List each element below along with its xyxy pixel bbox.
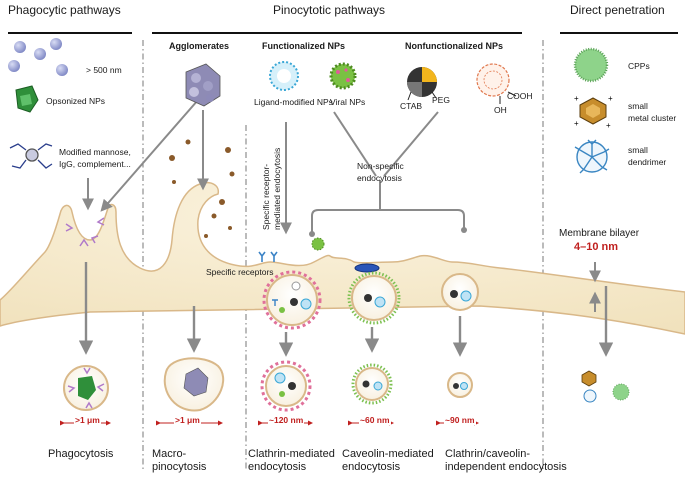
caption-independent: Clathrin/caveolin- independent endocytos… xyxy=(445,448,567,474)
clathrin-vesicle xyxy=(260,360,312,412)
scale-label-phago: >1 μm xyxy=(74,415,101,426)
label-metal-line1: small xyxy=(628,101,648,111)
label-nonspecific-line2: endocytosis xyxy=(357,173,402,183)
label-modified-line1: Modified mannose, xyxy=(59,147,131,157)
label-dendrimer-line1: small xyxy=(628,145,648,155)
header-phagocytic: Phagocytic pathways xyxy=(8,3,121,17)
label-cooh: COOH xyxy=(507,91,533,101)
scale-label-independent: ~90 nm xyxy=(444,415,476,426)
caption-caveolin-mediated: Caveolin-mediated endocytosis xyxy=(342,448,434,474)
branch-end-right xyxy=(461,227,467,233)
phago-cup-receptor-icons xyxy=(65,217,105,247)
arrow-nonfunctionalized-split-right xyxy=(383,111,439,177)
fullerene-np-icon xyxy=(476,63,517,104)
direct-internalized-nps xyxy=(581,370,630,403)
large-np-spheres-icon xyxy=(8,38,68,76)
label-opsonized: Opsonized NPs xyxy=(46,96,106,106)
opsonized-np-icon xyxy=(15,85,39,113)
scale-label-macro: >1 μm xyxy=(174,415,201,426)
svg-text:+: + xyxy=(574,119,579,128)
caption-macropinocytosis: Macro- pinocytosis xyxy=(152,448,207,474)
macro-particles xyxy=(169,139,235,238)
subheader-agglomerates: Agglomerates xyxy=(169,41,230,51)
subheader-functionalized: Functionalized NPs xyxy=(262,41,346,51)
scale-label-clathrin: ~120 nm xyxy=(268,415,305,426)
label-specific-receptor-line2: mediated endocytosis xyxy=(272,147,282,230)
svg-text:+: + xyxy=(574,94,579,103)
viral-np-small-icon xyxy=(311,237,325,251)
label-viral: Viral NPs xyxy=(330,97,366,107)
clathrin-pit xyxy=(262,270,322,330)
label-ctab: CTAB xyxy=(400,101,423,111)
cpp-np-icon xyxy=(573,47,609,83)
viral-np-icon xyxy=(329,62,357,90)
label-cpps: CPPs xyxy=(628,61,650,71)
caption-phagocytosis: Phagocytosis xyxy=(48,448,114,460)
label-modified-line2: IgG, complement... xyxy=(59,159,131,169)
svg-text:+: + xyxy=(606,121,611,130)
label-metal-line2: metal cluster xyxy=(628,113,677,123)
branch-end-left xyxy=(309,231,315,237)
small-metal-cluster-icon: + + + + xyxy=(574,94,613,130)
caveolin-vesicle xyxy=(351,363,393,405)
label-oh: OH xyxy=(494,105,507,115)
label-dendrimer-line2: dendrimer xyxy=(628,157,667,167)
independent-pit xyxy=(441,273,479,311)
arrow-nonspecific-branch xyxy=(311,209,465,232)
independent-vesicle xyxy=(447,372,473,398)
ligand-modified-np-icon xyxy=(269,61,299,91)
label-size-500: > 500 nm xyxy=(86,65,122,75)
label-ligand-modified: Ligand-modified NPs xyxy=(254,97,333,107)
cell-membrane xyxy=(0,182,685,335)
label-membrane-thickness: 4–10 nm xyxy=(574,241,619,253)
ctab-peg-np-icon xyxy=(407,67,437,101)
modified-np-icon xyxy=(9,143,53,169)
label-specific-receptor-line1: Specific receptor- xyxy=(261,163,271,230)
arrow-functionalized-split-left xyxy=(333,111,377,177)
scale-label-caveolin: ~60 nm xyxy=(359,415,391,426)
svg-text:+: + xyxy=(608,94,613,103)
arrow-phago-in-2 xyxy=(100,99,199,212)
agglomerate-np-icon xyxy=(185,63,221,107)
caveolin-cap-icon xyxy=(354,263,380,273)
small-dendrimer-icon xyxy=(574,139,610,174)
specific-receptor-icons xyxy=(258,251,278,262)
caveolin-pit xyxy=(347,271,401,325)
label-nonspecific-line1: Non-specific xyxy=(357,161,404,171)
phagosome xyxy=(63,365,109,411)
macropinosome xyxy=(163,357,225,412)
header-pinocytotic: Pinocytotic pathways xyxy=(273,3,386,17)
label-peg: PEG xyxy=(432,95,450,105)
header-direct: Direct penetration xyxy=(570,3,665,17)
label-membrane-bilayer: Membrane bilayer xyxy=(559,228,640,239)
subheader-nonfunctionalized: Nonfunctionalized NPs xyxy=(405,41,504,51)
label-specific-receptors: Specific receptors xyxy=(206,267,274,277)
caption-clathrin-mediated: Clathrin-mediated endocytosis xyxy=(248,448,335,474)
